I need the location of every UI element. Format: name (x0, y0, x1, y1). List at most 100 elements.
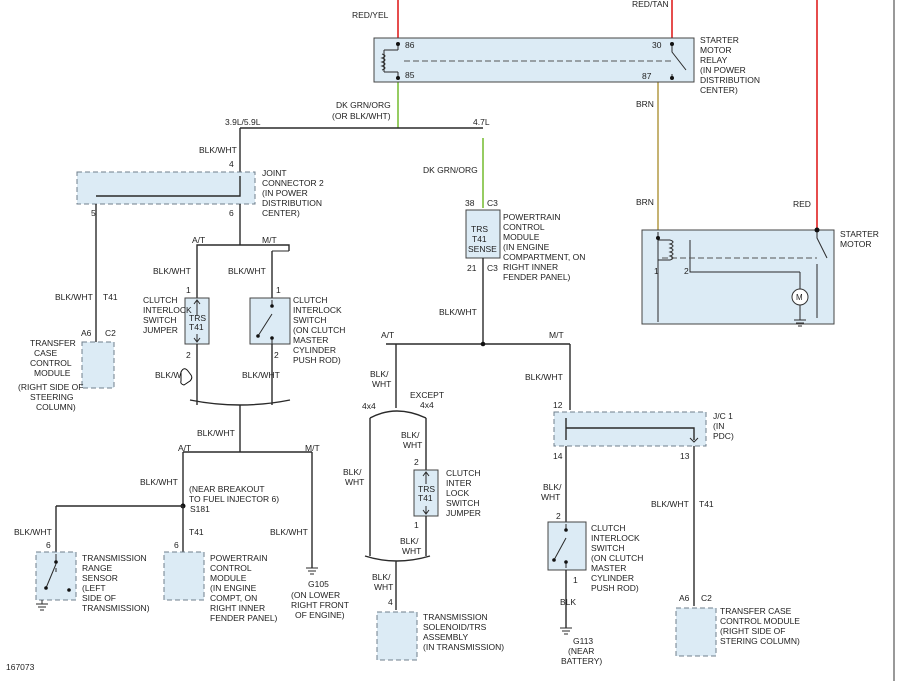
svg-text:5: 5 (91, 208, 96, 218)
cis1-label: CLUTCH INTERLOCK SWITCH (ON CLUTCH MASTE… (293, 295, 345, 365)
svg-text:4x4: 4x4 (420, 400, 434, 410)
svg-text:G105: G105 (308, 579, 329, 589)
svg-text:JUMPER: JUMPER (143, 325, 178, 335)
svg-text:COMPT, ON: COMPT, ON (210, 593, 257, 603)
svg-text:INTERLOCK: INTERLOCK (591, 533, 640, 543)
tsa-label: TRANSMISSION SOLENOID/TRS ASSEMBLY (IN T… (423, 612, 504, 652)
svg-text:INTERLOCK: INTERLOCK (143, 305, 192, 315)
label-brn-top: BRN (636, 99, 654, 109)
svg-text:CENTER): CENTER) (700, 85, 738, 95)
figure-number: 167073 (6, 662, 35, 672)
svg-text:BLK/WHT: BLK/WHT (55, 292, 93, 302)
label-red-tan: RED/TAN (632, 0, 669, 9)
svg-text:1: 1 (654, 266, 659, 276)
svg-text:CONTROL MODULE: CONTROL MODULE (720, 616, 800, 626)
svg-text:2: 2 (556, 511, 561, 521)
g105-ground-icon (306, 567, 318, 575)
svg-text:2: 2 (684, 266, 689, 276)
starter-relay-box (373, 37, 695, 83)
label-39-59: 3.9L/5.9L (225, 117, 261, 127)
svg-text:PUSH ROD): PUSH ROD) (293, 355, 341, 365)
tccm-left-label: TRANSFER CASE CONTROL MODULE (RIGHT SIDE… (18, 338, 84, 412)
svg-text:MODULE: MODULE (503, 232, 540, 242)
svg-text:RANGE: RANGE (82, 563, 113, 573)
transfer-case-module-right (675, 607, 717, 657)
svg-text:M/T: M/T (305, 443, 320, 453)
svg-text:TRS: TRS (189, 313, 206, 323)
svg-text:(IN ENGINE: (IN ENGINE (210, 583, 257, 593)
pin-85: 85 (405, 70, 415, 80)
g113-label: G113 (NEAR BATTERY) (561, 636, 602, 666)
svg-text:TRANSMISSION: TRANSMISSION (423, 612, 488, 622)
svg-text:SOLENOID/TRS: SOLENOID/TRS (423, 622, 487, 632)
svg-text:STEERING: STEERING (30, 392, 73, 402)
svg-text:BLK/WHT: BLK/WHT (153, 266, 191, 276)
starter-motor-box (641, 229, 835, 325)
svg-text:EXCEPT: EXCEPT (410, 390, 444, 400)
svg-text:T41: T41 (472, 234, 487, 244)
svg-text:BLK/WHT: BLK/WHT (140, 477, 178, 487)
svg-text:CLUTCH: CLUTCH (143, 295, 177, 305)
svg-text:(ON LOWER: (ON LOWER (291, 590, 340, 600)
svg-text:A6: A6 (81, 328, 92, 338)
junction-connector-1 (553, 411, 707, 447)
svg-text:2: 2 (186, 350, 191, 360)
svg-text:TO FUEL INJECTOR 6): TO FUEL INJECTOR 6) (189, 494, 279, 504)
svg-text:DISTRIBUTION: DISTRIBUTION (262, 198, 322, 208)
svg-text:A/T: A/T (192, 235, 205, 245)
svg-text:MOTOR: MOTOR (700, 45, 731, 55)
starter-leads (657, 230, 828, 322)
svg-text:MOTOR: MOTOR (840, 239, 871, 249)
joint-connector-2 (76, 171, 256, 205)
svg-text:ASSEMBLY: ASSEMBLY (423, 632, 469, 642)
label-red-yel: RED/YEL (352, 10, 389, 20)
svg-text:BLK/WHT: BLK/WHT (270, 527, 308, 537)
svg-text:T41: T41 (418, 493, 433, 503)
svg-text:38: 38 (465, 198, 475, 208)
starter-label: STARTER (840, 229, 879, 239)
svg-text:12: 12 (553, 400, 563, 410)
svg-text:(IN POWER: (IN POWER (262, 188, 308, 198)
svg-text:LOCK: LOCK (446, 488, 469, 498)
svg-text:(NEAR: (NEAR (568, 646, 594, 656)
svg-text:6: 6 (46, 540, 51, 550)
svg-text:BLK/WHT: BLK/WHT (14, 527, 52, 537)
svg-text:SIDE OF: SIDE OF (82, 593, 116, 603)
svg-text:T41: T41 (189, 527, 204, 537)
svg-text:(RIGHT SIDE OF: (RIGHT SIDE OF (18, 382, 84, 392)
svg-text:PUSH ROD): PUSH ROD) (591, 583, 639, 593)
g113-ground-icon (560, 627, 572, 635)
svg-text:4: 4 (229, 159, 234, 169)
svg-text:WHT: WHT (372, 379, 391, 389)
svg-text:M/T: M/T (262, 235, 277, 245)
pin-87: 87 (642, 71, 652, 81)
svg-text:1: 1 (414, 520, 419, 530)
svg-text:14: 14 (553, 451, 563, 461)
svg-text:MODULE: MODULE (210, 573, 247, 583)
svg-text:1: 1 (186, 285, 191, 295)
svg-text:BLK/: BLK/ (401, 430, 420, 440)
jc2-label: JOINT CONNECTOR 2 (IN POWER DISTRIBUTION… (262, 168, 324, 218)
pcm-label: POWERTRAIN CONTROL MODULE (IN ENGINE COM… (503, 212, 585, 282)
svg-text:2: 2 (274, 350, 279, 360)
relay-label: STARTER MOTOR RELAY (IN POWER DISTRIBUTI… (700, 35, 760, 95)
svg-text:RIGHT INNER: RIGHT INNER (210, 603, 265, 613)
label-47: 4.7L (473, 117, 490, 127)
svg-text:TRS: TRS (471, 224, 488, 234)
svg-text:OF ENGINE): OF ENGINE) (295, 610, 345, 620)
transmission-solenoid-assembly (376, 611, 418, 661)
svg-text:A6: A6 (679, 593, 690, 603)
svg-text:BLK/: BLK/ (543, 482, 562, 492)
svg-text:SWITCH: SWITCH (293, 315, 327, 325)
pin-30: 30 (652, 40, 662, 50)
svg-text:DK GRN/ORG: DK GRN/ORG (423, 165, 478, 175)
svg-text:FENDER PANEL): FENDER PANEL) (503, 272, 571, 282)
svg-text:TRANSFER CASE: TRANSFER CASE (720, 606, 792, 616)
svg-text:1: 1 (276, 285, 281, 295)
svg-text:SWITCH: SWITCH (143, 315, 177, 325)
svg-text:CYLINDER: CYLINDER (293, 345, 336, 355)
svg-text:A/T: A/T (178, 443, 191, 453)
svg-text:SWITCH: SWITCH (591, 543, 625, 553)
